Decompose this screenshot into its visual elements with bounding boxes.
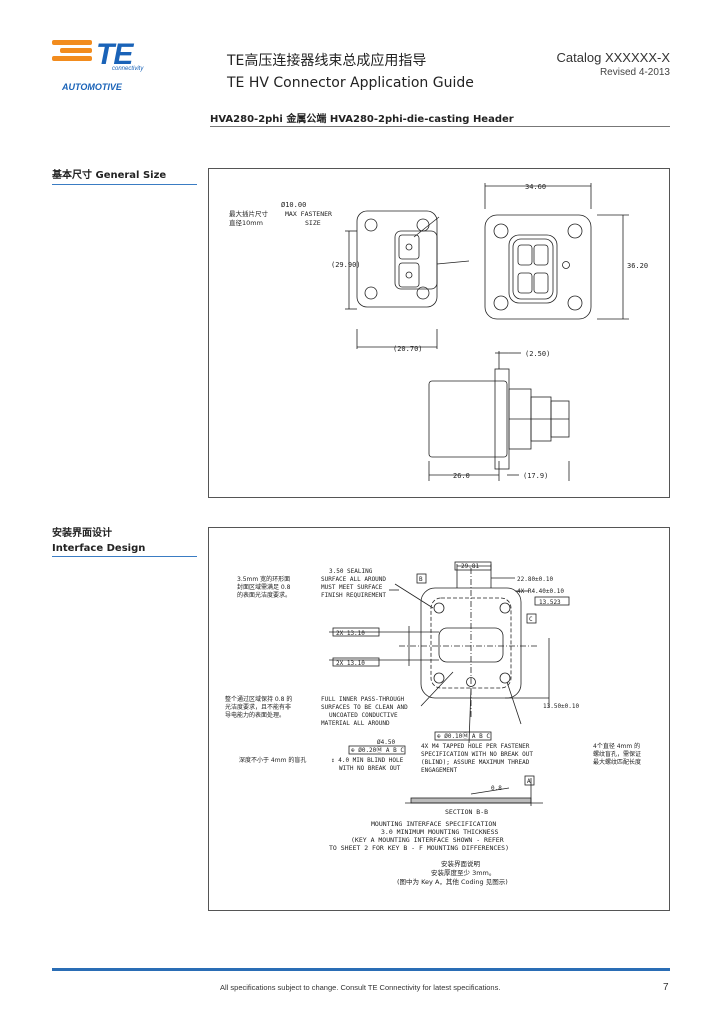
note1-cn-1: 3.5mm 宽的环形面 xyxy=(237,575,290,583)
dim-13523: 13.523 xyxy=(539,599,561,606)
interface-design-figure: B C A 3.5mm 宽的环形面 封面区域需满足 0.8 的表面光洁度要求。 … xyxy=(208,527,670,911)
note1-en-4: FINISH REQUIREMENT xyxy=(321,592,386,599)
section-subtitle: HVA280-2phi 金属公端 HVA280-2phi-die-casting… xyxy=(210,114,514,125)
note2-cn-1: 整个通过区域保持 0.8 的 xyxy=(225,695,292,703)
tap-note-2: SPECIFICATION WITH NO BREAK OUT xyxy=(421,751,533,758)
general-size-drawing: Ø10.00 最大插片尺寸 MAX FASTENER 直径10mm SIZE (… xyxy=(229,183,648,481)
note-blind-hole-cn: 深度不小于 4mm 的盲孔 xyxy=(239,756,306,764)
note-size: SIZE xyxy=(305,219,321,227)
dim-dia-450: Ø4.50 xyxy=(377,739,395,746)
tap-note-cn-2: 螺纹盲孔，需保证 xyxy=(593,750,641,758)
dim-1350: 13.50±0.10 xyxy=(543,703,580,710)
datum-a: A xyxy=(527,778,531,785)
dim-max-diameter: Ø10.00 xyxy=(281,201,306,209)
tap-note-4: ENGAGEMENT xyxy=(421,767,458,774)
note-dia-cn: 直径10mm xyxy=(229,218,263,227)
tap-note-cn-3: 最大螺纹匹配长度 xyxy=(593,758,641,766)
note1-en-1: 3.50 SEALING xyxy=(329,568,373,575)
spec-line-4: TO SHEET 2 FOR KEY B - F MOUNTING DIFFER… xyxy=(329,844,509,852)
dim-2x-2: 2X 13.10 xyxy=(336,660,365,667)
dim-2280: 22.80±0.10 xyxy=(517,576,554,583)
interface-design-drawing: B C A 3.5mm 宽的环形面 封面区域需满足 0.8 的表面光洁度要求。 … xyxy=(225,561,641,886)
footer-divider xyxy=(52,968,670,971)
note2-en-1: FULL INNER PASS-THROUGH xyxy=(321,696,404,703)
spec-cn-1: 安装界面说明 xyxy=(441,859,481,868)
section-label-general-size: 基本尺寸 General Size xyxy=(52,170,167,181)
subtitle-divider xyxy=(210,126,670,127)
dim-width-bottom: (20.70) xyxy=(393,345,423,353)
spec-line-2: 3.0 MINIMUM MOUNTING THICKNESS xyxy=(381,828,498,836)
note1-en-2: SURFACE ALL AROUND xyxy=(321,576,386,583)
logo-brand-sub: connectivity xyxy=(112,66,144,72)
dim-length-b: (17.9) xyxy=(523,472,548,480)
dim-flange: (2.50) xyxy=(525,350,550,358)
note2-cn-3: 导电能力的表面处理。 xyxy=(225,711,285,719)
note-max-fastener-cn: 最大插片尺寸 xyxy=(229,209,269,218)
catalog-number: Catalog XXXXXX-X xyxy=(556,50,670,65)
spec-line-1: MOUNTING INTERFACE SPECIFICATION xyxy=(371,820,496,828)
note-blind-hole: ↧ 4.0 MIN BLIND HOLE xyxy=(331,757,404,764)
title-en: TE HV Connector Application Guide xyxy=(227,75,474,91)
note2-en-2: SURFACES TO BE CLEAN AND xyxy=(321,704,408,711)
section-label-interface-design: 安装界面设计 Interface Design xyxy=(52,528,146,554)
dim-4x-radius: 4X R4.40±0.10 xyxy=(517,588,564,595)
section-divider xyxy=(52,556,197,557)
dim-2x-1: 2X 13.10 xyxy=(336,630,365,637)
section-divider xyxy=(52,184,197,185)
dim-2981: 29.81 xyxy=(461,563,479,570)
tap-note-cn-1: 4个直径 4mm 的 xyxy=(593,742,640,750)
note-max-fastener-en: MAX FASTENER xyxy=(285,210,332,218)
note1-cn-2: 封面区域需满足 0.8 xyxy=(237,583,291,591)
note2-en-3: UNCOATED CONDUCTIVE xyxy=(329,712,398,719)
dim-length-a: 26.0 xyxy=(453,472,470,480)
title-cn: TE高压连接器线束总成应用指导 xyxy=(227,53,427,69)
section-label: SECTION B-B xyxy=(445,808,488,816)
spec-cn-3: (图中为 Key A，其他 Coding 见图示) xyxy=(397,877,508,886)
fcf-position-2: ⊕ Ø0.10Ⓜ A B C xyxy=(437,732,490,740)
catalog-info: Catalog XXXXXX-X Revised 4-2013 xyxy=(557,50,670,78)
dim-height-right: 36.20 xyxy=(627,262,648,270)
note2-en-4: MATERIAL ALL AROUND xyxy=(321,720,390,727)
roughness-value: 0.8 xyxy=(491,785,502,792)
page-number: 7 xyxy=(663,982,669,993)
dim-width-top: 34.60 xyxy=(525,183,546,191)
logo-division: AUTOMOTIVE xyxy=(62,82,122,92)
datum-c: C xyxy=(529,616,533,623)
te-logo: TE connectivity AUTOMOTIVE xyxy=(52,38,152,96)
dim-height-left: (29.90) xyxy=(331,261,361,269)
note1-en-3: MUST MEET SURFACE xyxy=(321,584,383,591)
spec-line-3: (KEY A MOUNTING INTERFACE SHOWN - REFER xyxy=(351,836,504,844)
note-no-break: WITH NO BREAK OUT xyxy=(339,765,401,772)
page-title: TE高压连接器线束总成应用指导 TE HV Connector Applicat… xyxy=(227,50,474,94)
revision-date: Revised 4-2013 xyxy=(599,67,670,78)
tap-note-1: 4X M4 TAPPED HOLE PER FASTENER xyxy=(421,743,530,750)
footer-disclaimer: All specifications subject to change. Co… xyxy=(220,983,501,992)
note2-cn-2: 光洁度要求，且不能有非 xyxy=(225,703,291,711)
spec-cn-2: 安装厚度至少 3mm。 xyxy=(431,868,495,877)
note1-cn-3: 的表面光洁度要求。 xyxy=(237,591,291,599)
tap-note-3: (BLIND); ASSURE MAXIMUM THREAD xyxy=(421,759,530,766)
general-size-figure: Ø10.00 最大插片尺寸 MAX FASTENER 直径10mm SIZE (… xyxy=(208,168,670,498)
datum-b: B xyxy=(419,576,423,583)
fcf-position-1: ⊕ Ø0.20Ⓜ A B C xyxy=(351,746,404,754)
logo-brand: TE xyxy=(96,38,133,71)
